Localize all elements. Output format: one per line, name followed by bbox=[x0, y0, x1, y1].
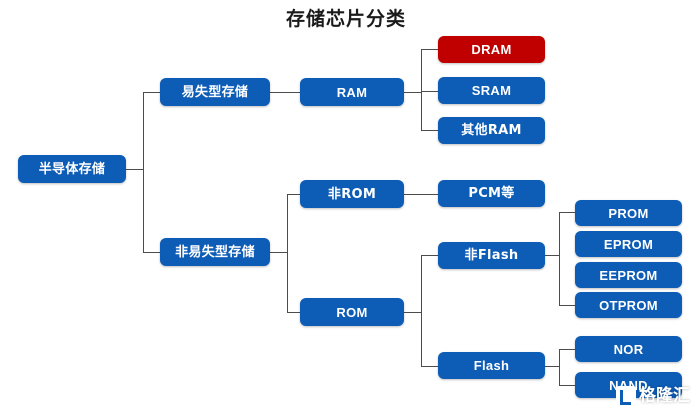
connector-ram-to-other-ram bbox=[421, 130, 439, 131]
connector-root-to-volatile bbox=[143, 92, 161, 93]
connector-rom-spine bbox=[421, 255, 422, 366]
node-other-ram[interactable]: 其他RAM bbox=[438, 117, 545, 144]
connector-ram-spine bbox=[421, 49, 422, 131]
connector-rom-to-non-flash bbox=[421, 255, 439, 256]
connector-ram-to-dram bbox=[421, 49, 439, 50]
connector-root-spine bbox=[143, 92, 144, 253]
connector-nonvolatile-spine bbox=[287, 194, 288, 312]
connector-nonvolatile-to-rom bbox=[287, 312, 301, 313]
connector-ram-to-sram bbox=[421, 91, 439, 92]
connector-non-flash-to-otprom bbox=[559, 305, 576, 306]
node-pcm[interactable]: PCM等 bbox=[438, 180, 545, 207]
connector-non-rom-to-pcm bbox=[404, 194, 438, 195]
node-nand[interactable]: NAND bbox=[575, 372, 682, 398]
page-title: 存储芯片分类 bbox=[285, 8, 406, 30]
connector-root-stub bbox=[126, 169, 144, 170]
node-nonvolatile-memory[interactable]: 非易失型存储 bbox=[160, 238, 270, 266]
connector-nonvolatile-stub bbox=[270, 252, 288, 253]
connector-root-to-nonvolatile bbox=[143, 252, 161, 253]
connector-ram-stub bbox=[404, 92, 422, 93]
node-prom[interactable]: PROM bbox=[575, 200, 682, 226]
connector-non-flash-spine bbox=[559, 212, 560, 305]
node-non-rom[interactable]: 非ROM bbox=[300, 180, 404, 208]
connector-rom-stub bbox=[404, 312, 422, 313]
connector-nonvolatile-to-non-rom bbox=[287, 194, 301, 195]
connector-flash-spine bbox=[559, 349, 560, 386]
node-flash[interactable]: Flash bbox=[438, 352, 545, 379]
connector-non-flash-stub bbox=[545, 255, 560, 256]
node-non-flash[interactable]: 非Flash bbox=[438, 242, 545, 269]
connector-rom-to-flash bbox=[421, 366, 439, 367]
node-ram[interactable]: RAM bbox=[300, 78, 404, 106]
node-volatile-memory[interactable]: 易失型存储 bbox=[160, 78, 270, 106]
connector-volatile-to-ram bbox=[270, 92, 301, 93]
node-eprom[interactable]: EPROM bbox=[575, 231, 682, 257]
node-rom[interactable]: ROM bbox=[300, 298, 404, 326]
node-sram[interactable]: SRAM bbox=[438, 77, 545, 104]
node-dram[interactable]: DRAM bbox=[438, 36, 545, 63]
connector-non-flash-to-prom bbox=[559, 212, 576, 213]
connector-flash-to-nand bbox=[559, 385, 576, 386]
node-eeprom[interactable]: EEPROM bbox=[575, 262, 682, 288]
connector-flash-stub bbox=[545, 366, 560, 367]
node-nor[interactable]: NOR bbox=[575, 336, 682, 362]
connector-flash-to-nor bbox=[559, 349, 576, 350]
node-otprom[interactable]: OTPROM bbox=[575, 292, 682, 318]
node-semiconductor-memory[interactable]: 半导体存储 bbox=[18, 155, 126, 183]
